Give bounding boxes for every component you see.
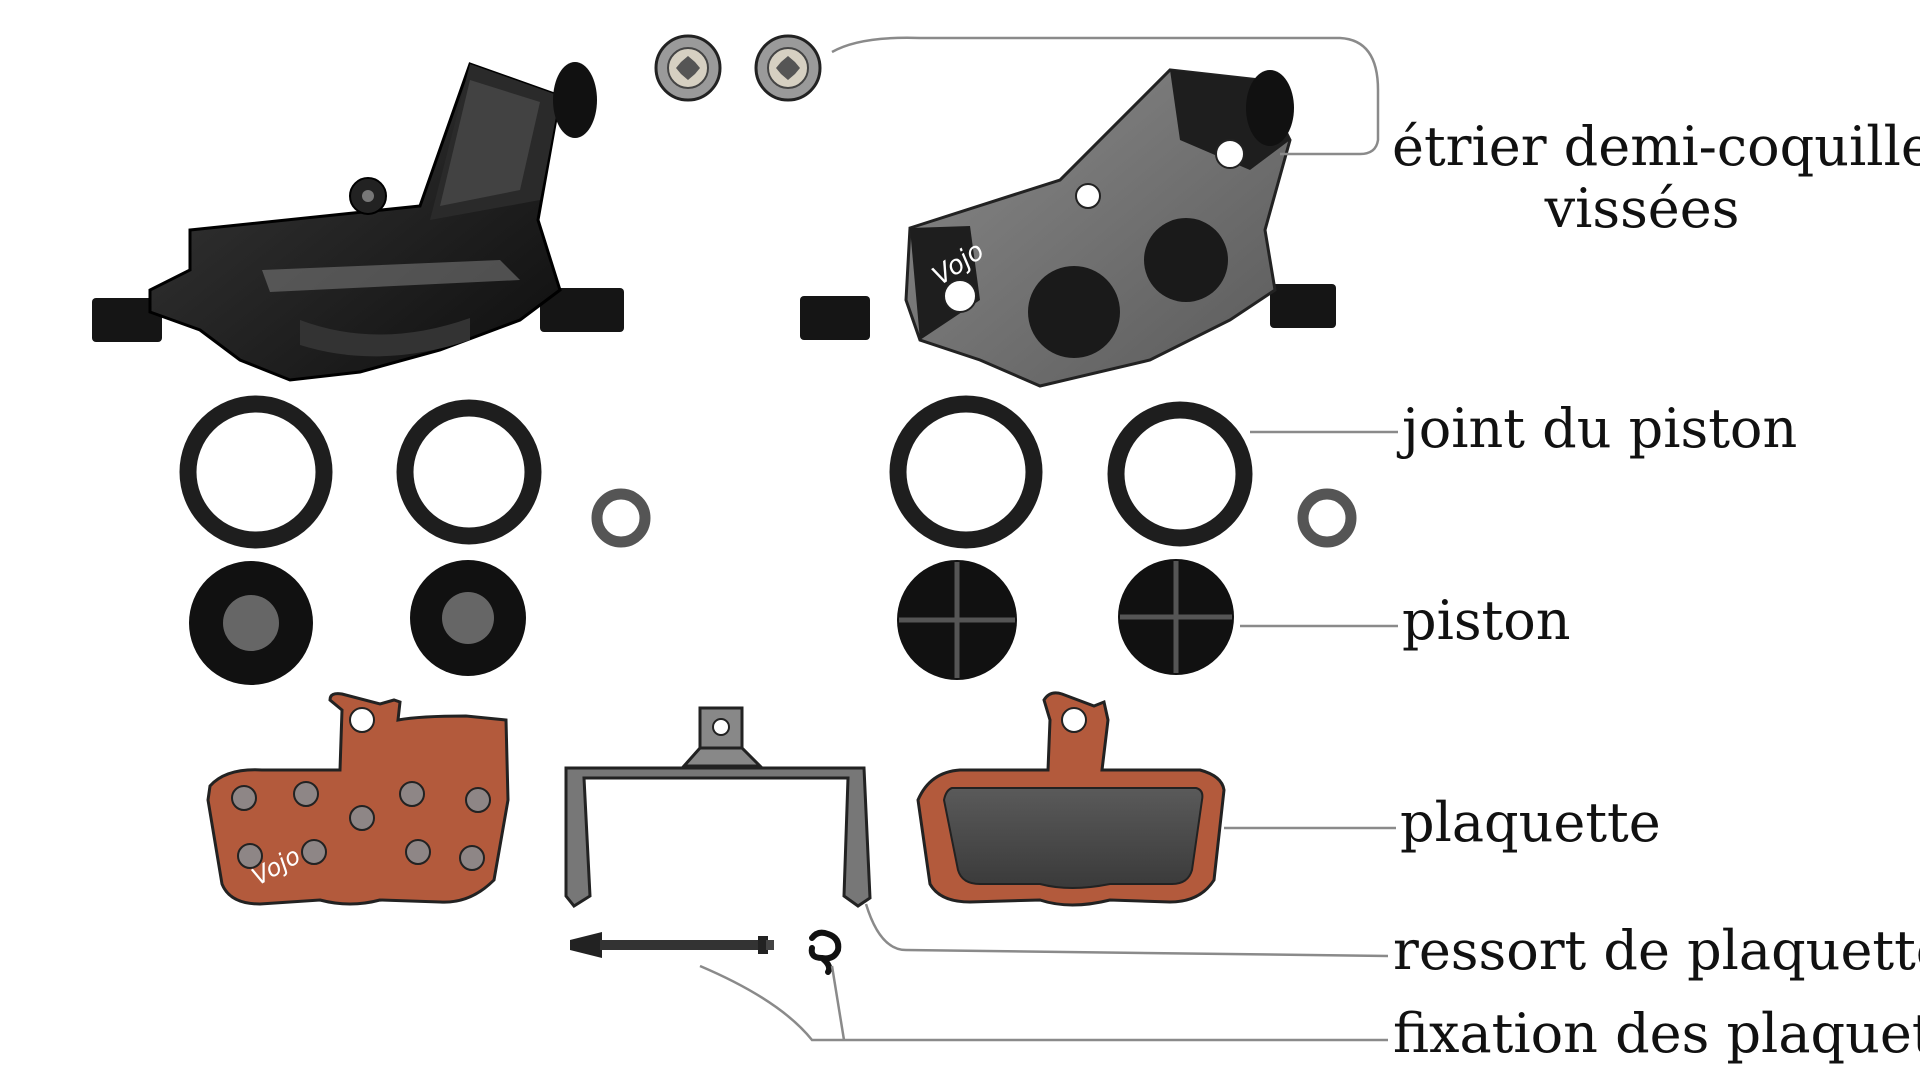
torx-bolt-1 (654, 34, 722, 102)
label-etrier-line2: vissées (1544, 177, 1740, 240)
label-joint-piston: joint du piston (1402, 397, 1798, 460)
leader-lines (699, 36, 1398, 1042)
piston-right-1 (897, 560, 1017, 680)
piston-left-2 (410, 560, 526, 676)
label-etrier-line1: étrier demi-coquilles (1392, 115, 1920, 178)
brake-pad-friction (916, 691, 1226, 907)
label-ressort: ressort de plaquettes (1393, 919, 1920, 982)
piston-right-2 (1118, 559, 1234, 675)
caliper-half-outer (92, 62, 624, 382)
label-plaquette: plaquette (1400, 791, 1661, 854)
piston-left-1 (189, 561, 313, 685)
label-fixation: fixation des plaquettes (1393, 1002, 1920, 1065)
pad-spring-icon (564, 706, 872, 908)
torx-bolt-2 (754, 34, 822, 102)
caliper-half-inner: Vojo (800, 68, 1336, 388)
retaining-pin-icon (570, 932, 774, 958)
ring-seal-icon (179, 395, 1357, 549)
label-piston: piston (1402, 589, 1571, 652)
label-etrier: étrier demi-coquilles vissées (1392, 115, 1920, 240)
brake-pad-backing: Vojo (206, 692, 510, 906)
retaining-clip-icon (808, 929, 842, 975)
